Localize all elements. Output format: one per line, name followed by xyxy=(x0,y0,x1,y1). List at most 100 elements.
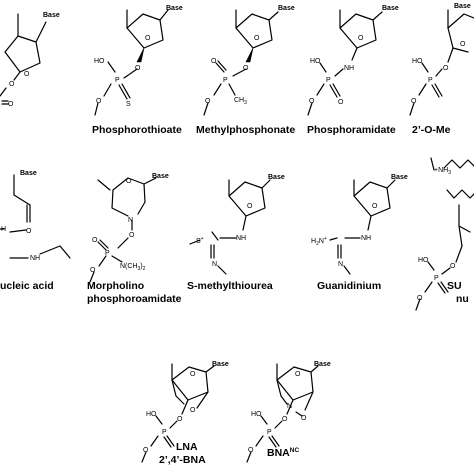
nitrogen-label: N xyxy=(212,261,217,268)
link-oxygen-label: O xyxy=(177,416,183,423)
hydroxyl-label: HO xyxy=(146,411,157,418)
partial-right-name-line2: nu xyxy=(456,293,469,305)
ring-oxygen-label: O xyxy=(460,41,466,48)
lna-name-line2: 2’,4’-BNA xyxy=(159,454,206,466)
carbonyl-oxygen-label: O xyxy=(26,228,32,235)
ring-oxygen-label: O xyxy=(254,35,260,42)
amine-nh-label: NH xyxy=(30,255,40,262)
lower-oxygen-label: O xyxy=(143,447,149,454)
base-label: Base xyxy=(382,5,399,12)
phosphorus-label: P xyxy=(428,77,433,84)
lower-oxygen-label: O xyxy=(96,98,102,105)
hydroxyl-label: HO xyxy=(412,58,423,65)
methylphosphonate-name: Methylphosphonate xyxy=(196,124,295,136)
top-oxygen-label: O xyxy=(211,58,217,65)
link-oxygen-label: O xyxy=(443,65,449,72)
ring-oxygen-label: O xyxy=(372,203,378,210)
amine-nh-label: NH xyxy=(236,235,246,242)
ring-oxygen-label: O xyxy=(145,35,151,42)
structure-phosphoramidate: Base O HO P NH O O Phosphoramidate xyxy=(307,5,399,136)
two-o-methyl-name: 2’-O-Me xyxy=(412,124,451,136)
structure-2-o-methyl: Base O HO P O O 2’-O-Me xyxy=(409,3,474,136)
lower-oxygen-label: O xyxy=(417,295,423,302)
link-oxygen-label: O xyxy=(450,263,456,270)
structure-phosphorothioate: Base O HO P O O S Phosphorothioate xyxy=(92,5,183,136)
base-label: Base xyxy=(212,361,229,368)
bridge-oxygen-label: O xyxy=(301,415,307,422)
phosphorus-label: P xyxy=(223,77,228,84)
base-label: Base xyxy=(166,5,183,12)
hydroxyl-label: HO xyxy=(94,58,105,65)
lower-oxygen-label: O xyxy=(205,98,211,105)
phosphorus-label: P xyxy=(115,77,120,84)
structure-partial-right-mid: +NH3 HO P O O SU nu xyxy=(415,157,474,311)
ring-nitrogen-label: N xyxy=(128,217,133,224)
phosphorus-label: P xyxy=(267,429,272,436)
nitrogen-label: N xyxy=(338,261,343,268)
dimethylamino-label: N(CH3)2 xyxy=(120,263,146,272)
amide-nh-label: NH xyxy=(344,65,354,72)
peptide-nucleic-acid-name: ucleic acid xyxy=(0,280,54,292)
base-label: Base xyxy=(314,361,331,368)
lower-oxygen-label: O xyxy=(90,267,96,274)
link-oxygen-label: O xyxy=(243,65,249,72)
structure-lna: Base O O HO P O O LNA 2’,4’-BNA xyxy=(141,361,229,466)
right-oxygen-label: O xyxy=(338,99,344,106)
phosphorus-label: P xyxy=(105,250,110,257)
hydroxyl-label: HO xyxy=(310,58,321,65)
morpholino-name-line1: Morpholino xyxy=(87,280,144,292)
phosphoramidate-name: Phosphoramidate xyxy=(307,124,396,136)
guanidinium-name: Guanidinium xyxy=(317,280,381,292)
structure-s-methylthiourea: Base O S+ NH N S-methylthiourea xyxy=(187,174,285,292)
ammonium-label: H2N+ xyxy=(311,236,327,247)
base-label: Base xyxy=(43,12,60,19)
base-label: Base xyxy=(20,170,37,177)
structure-guanidinium: Base O H2N+ NH N Guanidinium xyxy=(311,174,408,292)
ring-oxygen-label: O xyxy=(358,35,364,42)
base-label: Base xyxy=(454,3,471,10)
bridge-nitrogen-label: N xyxy=(287,403,292,410)
bna-nc-name: BNANC xyxy=(267,447,299,459)
morpholino-name-line2: phosphoroamidate xyxy=(87,293,182,305)
bridge-oxygen-label: O xyxy=(190,407,196,414)
phosphorus-label: P xyxy=(326,77,331,84)
sulfur-label: S xyxy=(126,101,131,108)
link-oxygen-label: O xyxy=(282,416,288,423)
ring-oxygen-label: O xyxy=(24,71,30,78)
lower-oxygen-label: O xyxy=(309,98,315,105)
base-label: Base xyxy=(278,5,295,12)
link-oxygen-label: O xyxy=(129,232,135,239)
structure-morpholino: Base O N O P O O N(CH3)2 Morpholino phos… xyxy=(87,173,182,305)
base-label: Base xyxy=(152,173,169,180)
link-oxygen-label: O xyxy=(135,65,141,72)
structure-methylphosphonate: Base O O P O O CH3 Methylphosphonate xyxy=(196,5,295,136)
hydroxyl-label: HO xyxy=(251,411,262,418)
methyl-label: CH3 xyxy=(234,97,247,106)
structure-partial-left-top: Base O O O xyxy=(0,12,60,108)
lower-oxygen-label: O xyxy=(248,447,254,454)
ring-oxygen-label: O xyxy=(126,178,132,185)
hydrogen-label: H xyxy=(1,226,6,233)
partial-right-name-line1: SU xyxy=(447,280,462,292)
ring-oxygen-label: O xyxy=(295,371,301,378)
phosphorus-label: P xyxy=(434,275,439,282)
top-oxygen-label: O xyxy=(92,237,98,244)
double-oxygen-label: O xyxy=(8,101,14,108)
link-oxygen-label: O xyxy=(9,81,15,88)
s-methylthiourea-name: S-methylthiourea xyxy=(187,280,273,292)
ammonium-label: +NH3 xyxy=(434,167,451,176)
sulfonium-label: S+ xyxy=(196,236,204,245)
hydroxyl-label: HO xyxy=(418,257,429,264)
structure-bna-nc: Base O N O HO P O O BNANC xyxy=(246,361,331,463)
ring-oxygen-label: O xyxy=(190,371,196,378)
phosphorus-label: P xyxy=(162,429,167,436)
lower-oxygen-label: O xyxy=(411,98,417,105)
amine-nh-label: NH xyxy=(361,235,371,242)
lna-name-line1: LNA xyxy=(176,441,198,453)
base-label: Base xyxy=(391,174,408,181)
base-label: Base xyxy=(268,174,285,181)
ring-oxygen-label: O xyxy=(247,203,253,210)
structure-peptide-nucleic-acid: Base O H NH ucleic acid xyxy=(0,170,71,292)
phosphorothioate-name: Phosphorothioate xyxy=(92,124,182,136)
